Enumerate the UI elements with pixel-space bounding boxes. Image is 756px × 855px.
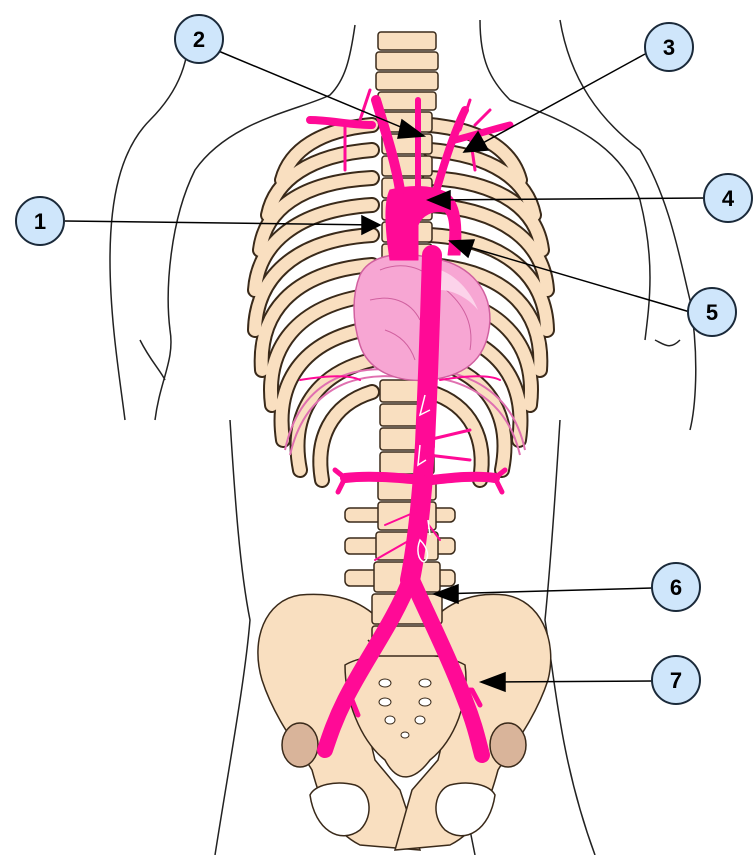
- callout-3: 3: [645, 23, 693, 71]
- callout-label: 2: [193, 27, 205, 52]
- callout-2: 2: [175, 15, 223, 63]
- callout-6: 6: [652, 563, 700, 611]
- callout-label: 6: [670, 575, 682, 600]
- callout-label: 7: [670, 668, 682, 693]
- callout-5: 5: [688, 288, 736, 336]
- callout-label: 3: [663, 35, 675, 60]
- callout-label: 4: [722, 186, 735, 211]
- callout-1: 1: [16, 197, 64, 245]
- callout-label: 5: [706, 300, 718, 325]
- callout-4: 4: [704, 174, 752, 222]
- callout-label: 1: [34, 209, 46, 234]
- callout-7: 7: [652, 656, 700, 704]
